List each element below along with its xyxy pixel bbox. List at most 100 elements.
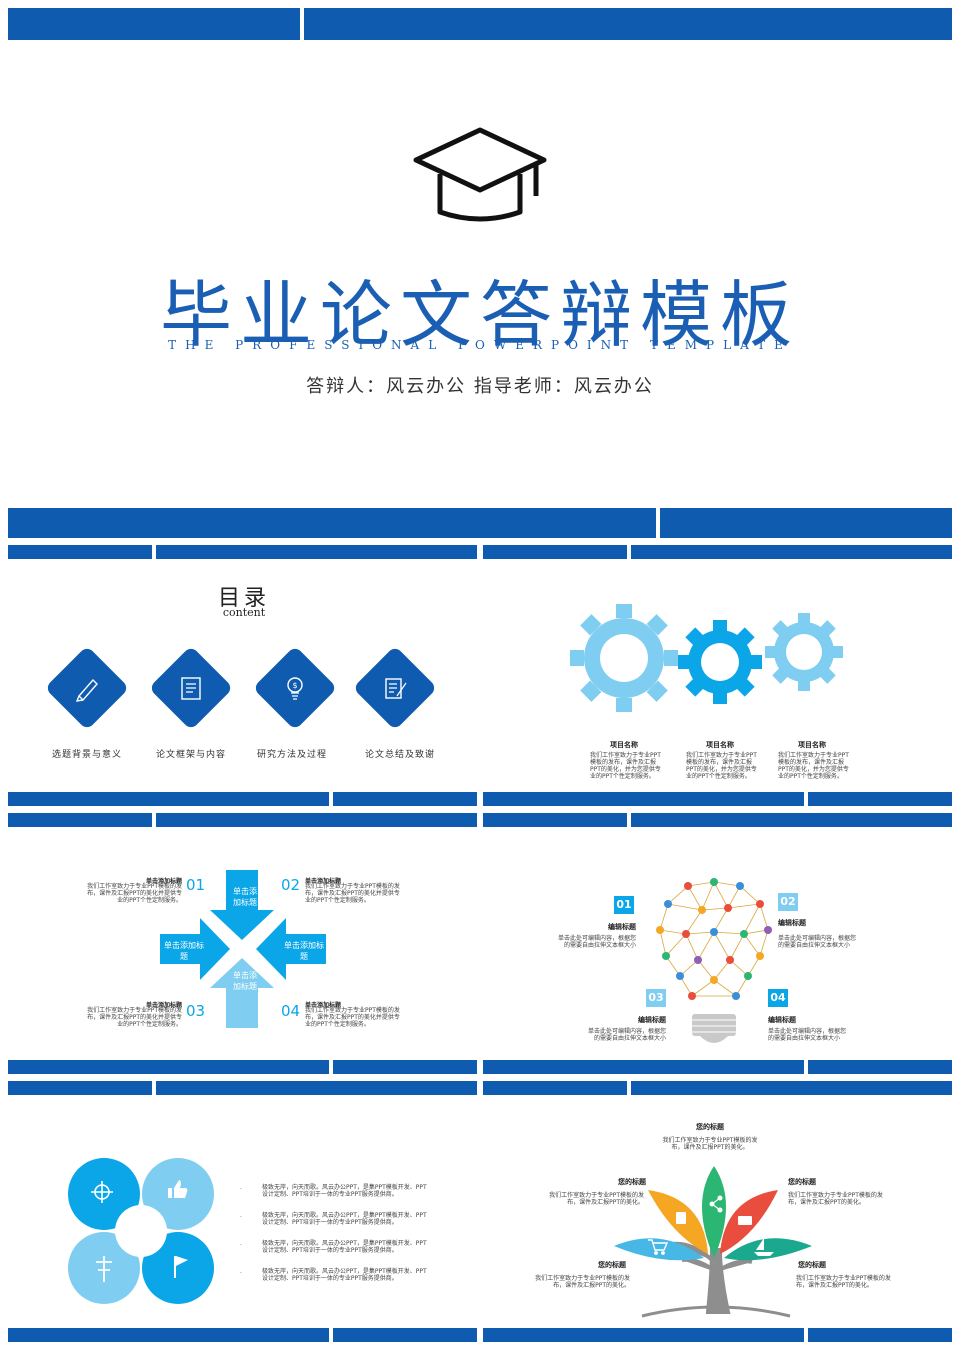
tree-bottom-bar-b [808,1328,952,1342]
tree-title-2: 您的标题 [618,1178,646,1186]
tree-top-bar-b [631,1081,952,1095]
bulb-desc-2: 单击此处可编辑内容，根据您的需要自由拉伸文本框大小 [778,935,857,949]
tree-desc-2: 我们工作室致力于专业PPT模板的发布，课件及汇报PPT的美化。 [549,1192,644,1206]
tree-top-bar-a [483,1081,627,1095]
gear-item-desc-3: 我们工作室致力于专业PPT模板的发布，课件及汇报PPT的美化，并为您提供专业的P… [778,752,849,780]
arrows-bottom-bar-a [8,1060,329,1074]
arrow-left [256,918,326,980]
pencil-icon [75,678,98,702]
petal-bullet-2: · [240,1214,242,1221]
arrow-item-num-2: 02 [281,876,301,894]
leaf-top [702,1166,726,1258]
petals-top-bar-b [156,1081,477,1095]
bulb-title-3: 编辑标题 [638,1016,666,1024]
petal-text-3: 极致无岸，向天而歌。风云办公PPT，是集PPT模板开发、PPT设计定制、PPT培… [262,1240,427,1254]
tree-title-4: 您的标题 [598,1261,626,1269]
bulb-desc-1: 单击此处可编辑内容，根据您的需要自由拉伸文本框大小 [557,935,636,949]
flag-icon [174,1256,188,1278]
leaf-lower-left [614,1238,704,1261]
arrow-item-num-3: 03 [186,1002,206,1020]
four-petal-graphic [68,1158,214,1304]
petal-text-1: 极致无岸，向天而歌。风云办公PPT，是集PPT模板开发、PPT设计定制、PPT培… [262,1184,427,1198]
arrow-center-label-left: 单击添加标题 [164,941,204,961]
gears-top-bar-b [631,545,952,559]
leaf-lower-right [724,1238,812,1261]
bulb-num-3: 03 [646,989,666,1007]
arrow-item-desc-3: 我们工作室致力于专业PPT模板的发布，课件及汇报PPT的美化并提供专业的PPT个… [87,1007,182,1028]
arrows-top-bar-a [8,813,152,827]
arrows-bottom-bar-b [333,1060,477,1074]
gear-item-title-3: 项目名称 [798,741,826,749]
petal-bullet-4: · [240,1270,242,1277]
bulb-num-4: 04 [768,989,788,1007]
bulb-num-1: 01 [614,896,634,914]
toc-subtitle: content [222,606,266,619]
cover-title: 毕业论文答辩模板 [159,273,800,357]
bulb-desc-3: 单击此处可编辑内容，根据您的需要自由拉伸文本框大小 [587,1028,666,1042]
bulb-title-1: 编辑标题 [608,923,636,931]
petal-bullet-3: · [240,1242,242,1249]
petal-text-2: 极致无岸，向天而歌。风云办公PPT，是集PPT模板开发、PPT设计定制、PPT培… [262,1212,427,1226]
arrows-top-bar-b [156,813,477,827]
thumbs-up-icon [168,1180,188,1198]
arrow-center-label-bottom: 单击添加标题 [233,971,257,991]
tree-desc-1: 我们工作室致力于专业PPT模板的发布，课件及汇报PPT的美化。 [662,1137,758,1151]
arrow-center-label-top: 单击添加标题 [233,887,257,907]
tree-title-3: 您的标题 [788,1178,816,1186]
cover-top-bar-left [8,8,300,40]
arrow-up [210,958,274,1028]
four-arrows-graphic [160,870,326,1028]
leaf-tree-graphic [614,1166,812,1318]
cover-author-line: 答辩人：风云办公 指导老师：风云办公 [306,376,654,397]
sailboat-icon [754,1238,774,1256]
toc-top-bar-a [8,545,152,559]
cart-icon [648,1239,669,1255]
tree-title-1: 您的标题 [696,1123,724,1131]
arrow-item-title-4: 单击添加标题 [305,1002,342,1009]
svg-text:$: $ [292,681,297,690]
bulb-bottom-bar-a [483,1060,804,1074]
book-icon [676,1212,686,1224]
toc-label-4: 论文总结及致谢 [364,750,435,760]
arrow-right [160,918,230,980]
bulb-bottom-bar-b [808,1060,952,1074]
bulb-top-bar-a [483,813,627,827]
share-icon [709,1195,723,1213]
tree-bottom-bar-a [483,1328,804,1342]
toc-top-bar-b [156,545,477,559]
target-icon [91,1181,113,1203]
arrow-item-desc-2: 我们工作室致力于专业PPT模板的发布，课件及汇报PPT的美化并提供专业的PPT个… [305,883,400,904]
gear-item-title-1: 项目名称 [610,741,638,749]
petals-bottom-bar-b [333,1328,477,1342]
petal-text-4: 极致无岸，向天而歌。风云办公PPT，是集PPT模板开发、PPT设计定制、PPT培… [262,1268,427,1282]
petals-bottom-bar-a [8,1328,329,1342]
network-lightbulb-graphic [656,878,772,1043]
bulb-top-bar-b [631,813,952,827]
money-icon [738,1216,752,1225]
tree-desc-5: 我们工作室致力于专业PPT模板的发布，课件及汇报PPT的美化。 [796,1275,891,1289]
gears-top-bar-a [483,545,627,559]
arrow-down [210,870,274,940]
arrow-item-title-2: 单击添加标题 [305,878,342,885]
cover-bottom-bar-right [660,508,952,538]
petals-top-bar-a [8,1081,152,1095]
arrow-item-desc-1: 我们工作室致力于专业PPT模板的发布，课件及汇报PPT的美化并提供专业的PPT个… [87,883,182,904]
document-pen-icon [385,678,407,699]
petal-bullet-1: · [240,1186,242,1193]
toc-bottom-bar-a [8,792,329,806]
toc-title: 目录 [217,586,270,611]
arrow-item-num-4: 04 [281,1002,301,1020]
arrow-item-title-3: 单击添加标题 [145,1002,182,1009]
bulb-title-2: 编辑标题 [778,919,806,927]
gear-icon-medium [678,620,762,704]
signpost-icon [96,1256,112,1282]
toc-label-1: 选题背景与意义 [51,750,122,760]
gear-icon-small [765,613,843,691]
arrow-item-title-1: 单击添加标题 [145,878,182,885]
graduation-cap-icon [413,127,547,222]
tree-desc-4: 我们工作室致力于专业PPT模板的发布，课件及汇报PPT的美化。 [535,1275,630,1289]
bulb-title-4: 编辑标题 [768,1016,796,1024]
toc-label-2: 论文框架与内容 [155,750,226,760]
gear-item-desc-1: 我们工作室致力于专业PPT模板的发布，课件及汇报PPT的美化，并为您提供专业的P… [590,752,661,780]
gears-bottom-bar-a [483,792,804,806]
